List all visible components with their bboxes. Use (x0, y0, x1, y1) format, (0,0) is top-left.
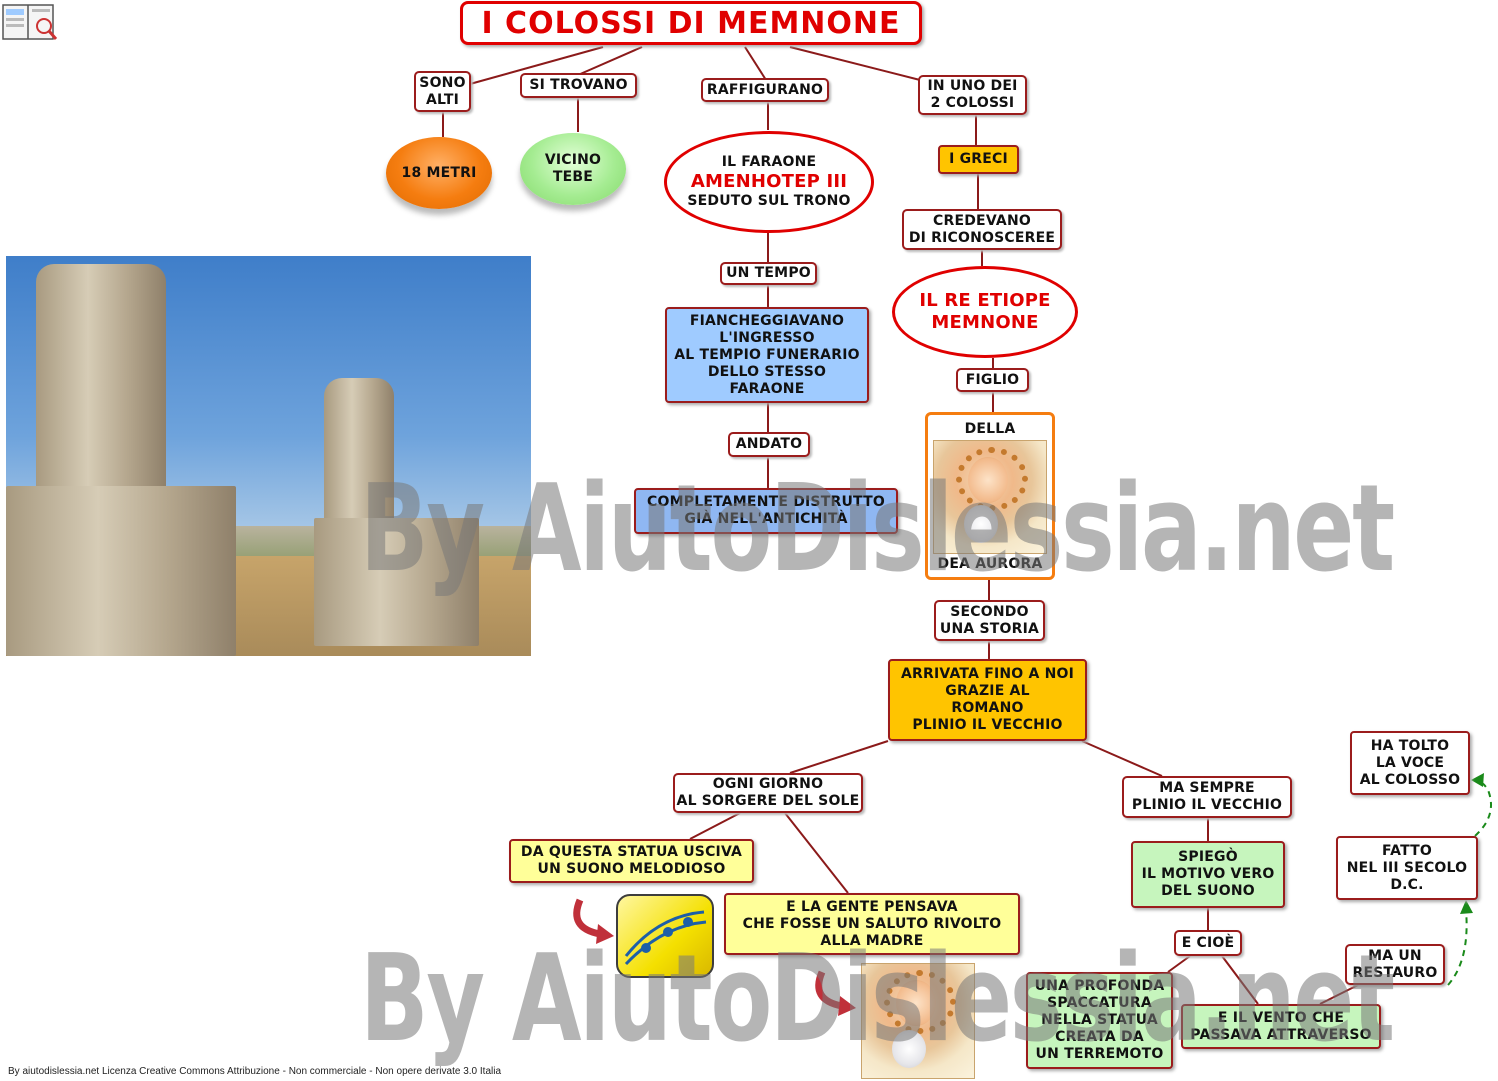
curved-arrow-icon-2 (815, 970, 856, 1016)
link-sono-alti: SONO ALTI (414, 71, 471, 112)
book-search-icon (2, 4, 58, 40)
node-faraone: IL FARAONE AMENHOTEP III SEDUTO SUL TRON… (664, 131, 874, 233)
link-un-tempo: UN TEMPO (720, 262, 817, 285)
node-spaccatura: UNA PROFONDA SPACCATURA NELLA STATUA CRE… (1026, 972, 1173, 1069)
curved-arrow-icon (573, 898, 614, 944)
faraone-seduto: SEDUTO SUL TRONO (687, 193, 851, 209)
node-arrivata: ARRIVATA FINO A NOI GRAZIE AL ROMANO PLI… (888, 659, 1087, 741)
link-e-cioe: E CIOÈ (1174, 930, 1242, 956)
node-dea-aurora: DELLA DEA AURORA (925, 412, 1055, 580)
link-credevano: CREDEVANO DI RICONOSCEREE (902, 209, 1062, 250)
dea-aurora-image-2 (861, 963, 975, 1079)
faraone-label: IL FARAONE (721, 154, 817, 170)
della-label: DELLA (964, 421, 1016, 437)
license-footer: By aiutodislessia.net Licenza Creative C… (8, 1066, 502, 1077)
node-ha-tolto: HA TOLTO LA VOCE AL COLOSSO (1350, 731, 1470, 795)
map-title-text: I COLOSSI DI MEMNONE (481, 5, 901, 41)
watermark-bottom: By AiutoDislessia.net (360, 930, 1395, 1069)
watermark-middle: By AiutoDislessia.net (360, 460, 1395, 599)
node-vicino-tebe: VICINO TEBE (520, 133, 626, 205)
link-figlio: FIGLIO (956, 368, 1029, 392)
link-secondo-una-storia: SECONDO UNA STORIA (934, 600, 1045, 641)
link-ogni-giorno: OGNI GIORNO AL SORGERE DEL SOLE (673, 773, 863, 813)
colossi-photo (6, 256, 531, 656)
node-statua-usciva: DA QUESTA STATUA USCIVA UN SUONO MELODIO… (509, 839, 754, 883)
node-fiancheggiavano: FIANCHEGGIAVANO L'INGRESSO AL TEMPIO FUN… (665, 307, 869, 403)
node-gente-pensava: E LA GENTE PENSAVA CHE FOSSE UN SALUTO R… (724, 893, 1020, 955)
node-i-greci: I GRECI (938, 145, 1019, 174)
link-si-trovano: SI TROVANO (520, 73, 637, 98)
map-title: I COLOSSI DI MEMNONE (460, 1, 922, 45)
node-vento: E IL VENTO CHE PASSAVA ATTRAVERSO (1181, 1004, 1381, 1049)
re-etiope-text: IL RE ETIOPE MEMNONE (919, 290, 1051, 333)
faraone-name: AMENHOTEP III (690, 171, 848, 192)
node-spiego: SPIEGÒ IL MOTIVO VERO DEL SUONO (1131, 841, 1285, 908)
dea-aurora-label: DEA AURORA (937, 556, 1043, 572)
link-ma-sempre: MA SEMPRE PLINIO IL VECCHIO (1122, 776, 1292, 818)
link-raffigurano: RAFFIGURANO (701, 78, 829, 102)
node-18-metri: 18 METRI (386, 137, 492, 209)
link-ma-un-restauro: MA UN RESTAURO (1345, 944, 1445, 985)
node-re-etiope: IL RE ETIOPE MEMNONE (892, 266, 1078, 358)
dea-aurora-image (933, 440, 1047, 554)
node-distrutto: COMPLETAMENTE DISTRUTTO GIÀ NELL'ANTICHI… (634, 488, 898, 534)
link-andato: ANDATO (728, 432, 810, 457)
node-fatto: FATTO NEL III SECOLO D.C. (1336, 836, 1478, 900)
link-in-uno-dei: IN UNO DEI 2 COLOSSI (918, 75, 1027, 115)
music-notes-icon (616, 894, 714, 978)
